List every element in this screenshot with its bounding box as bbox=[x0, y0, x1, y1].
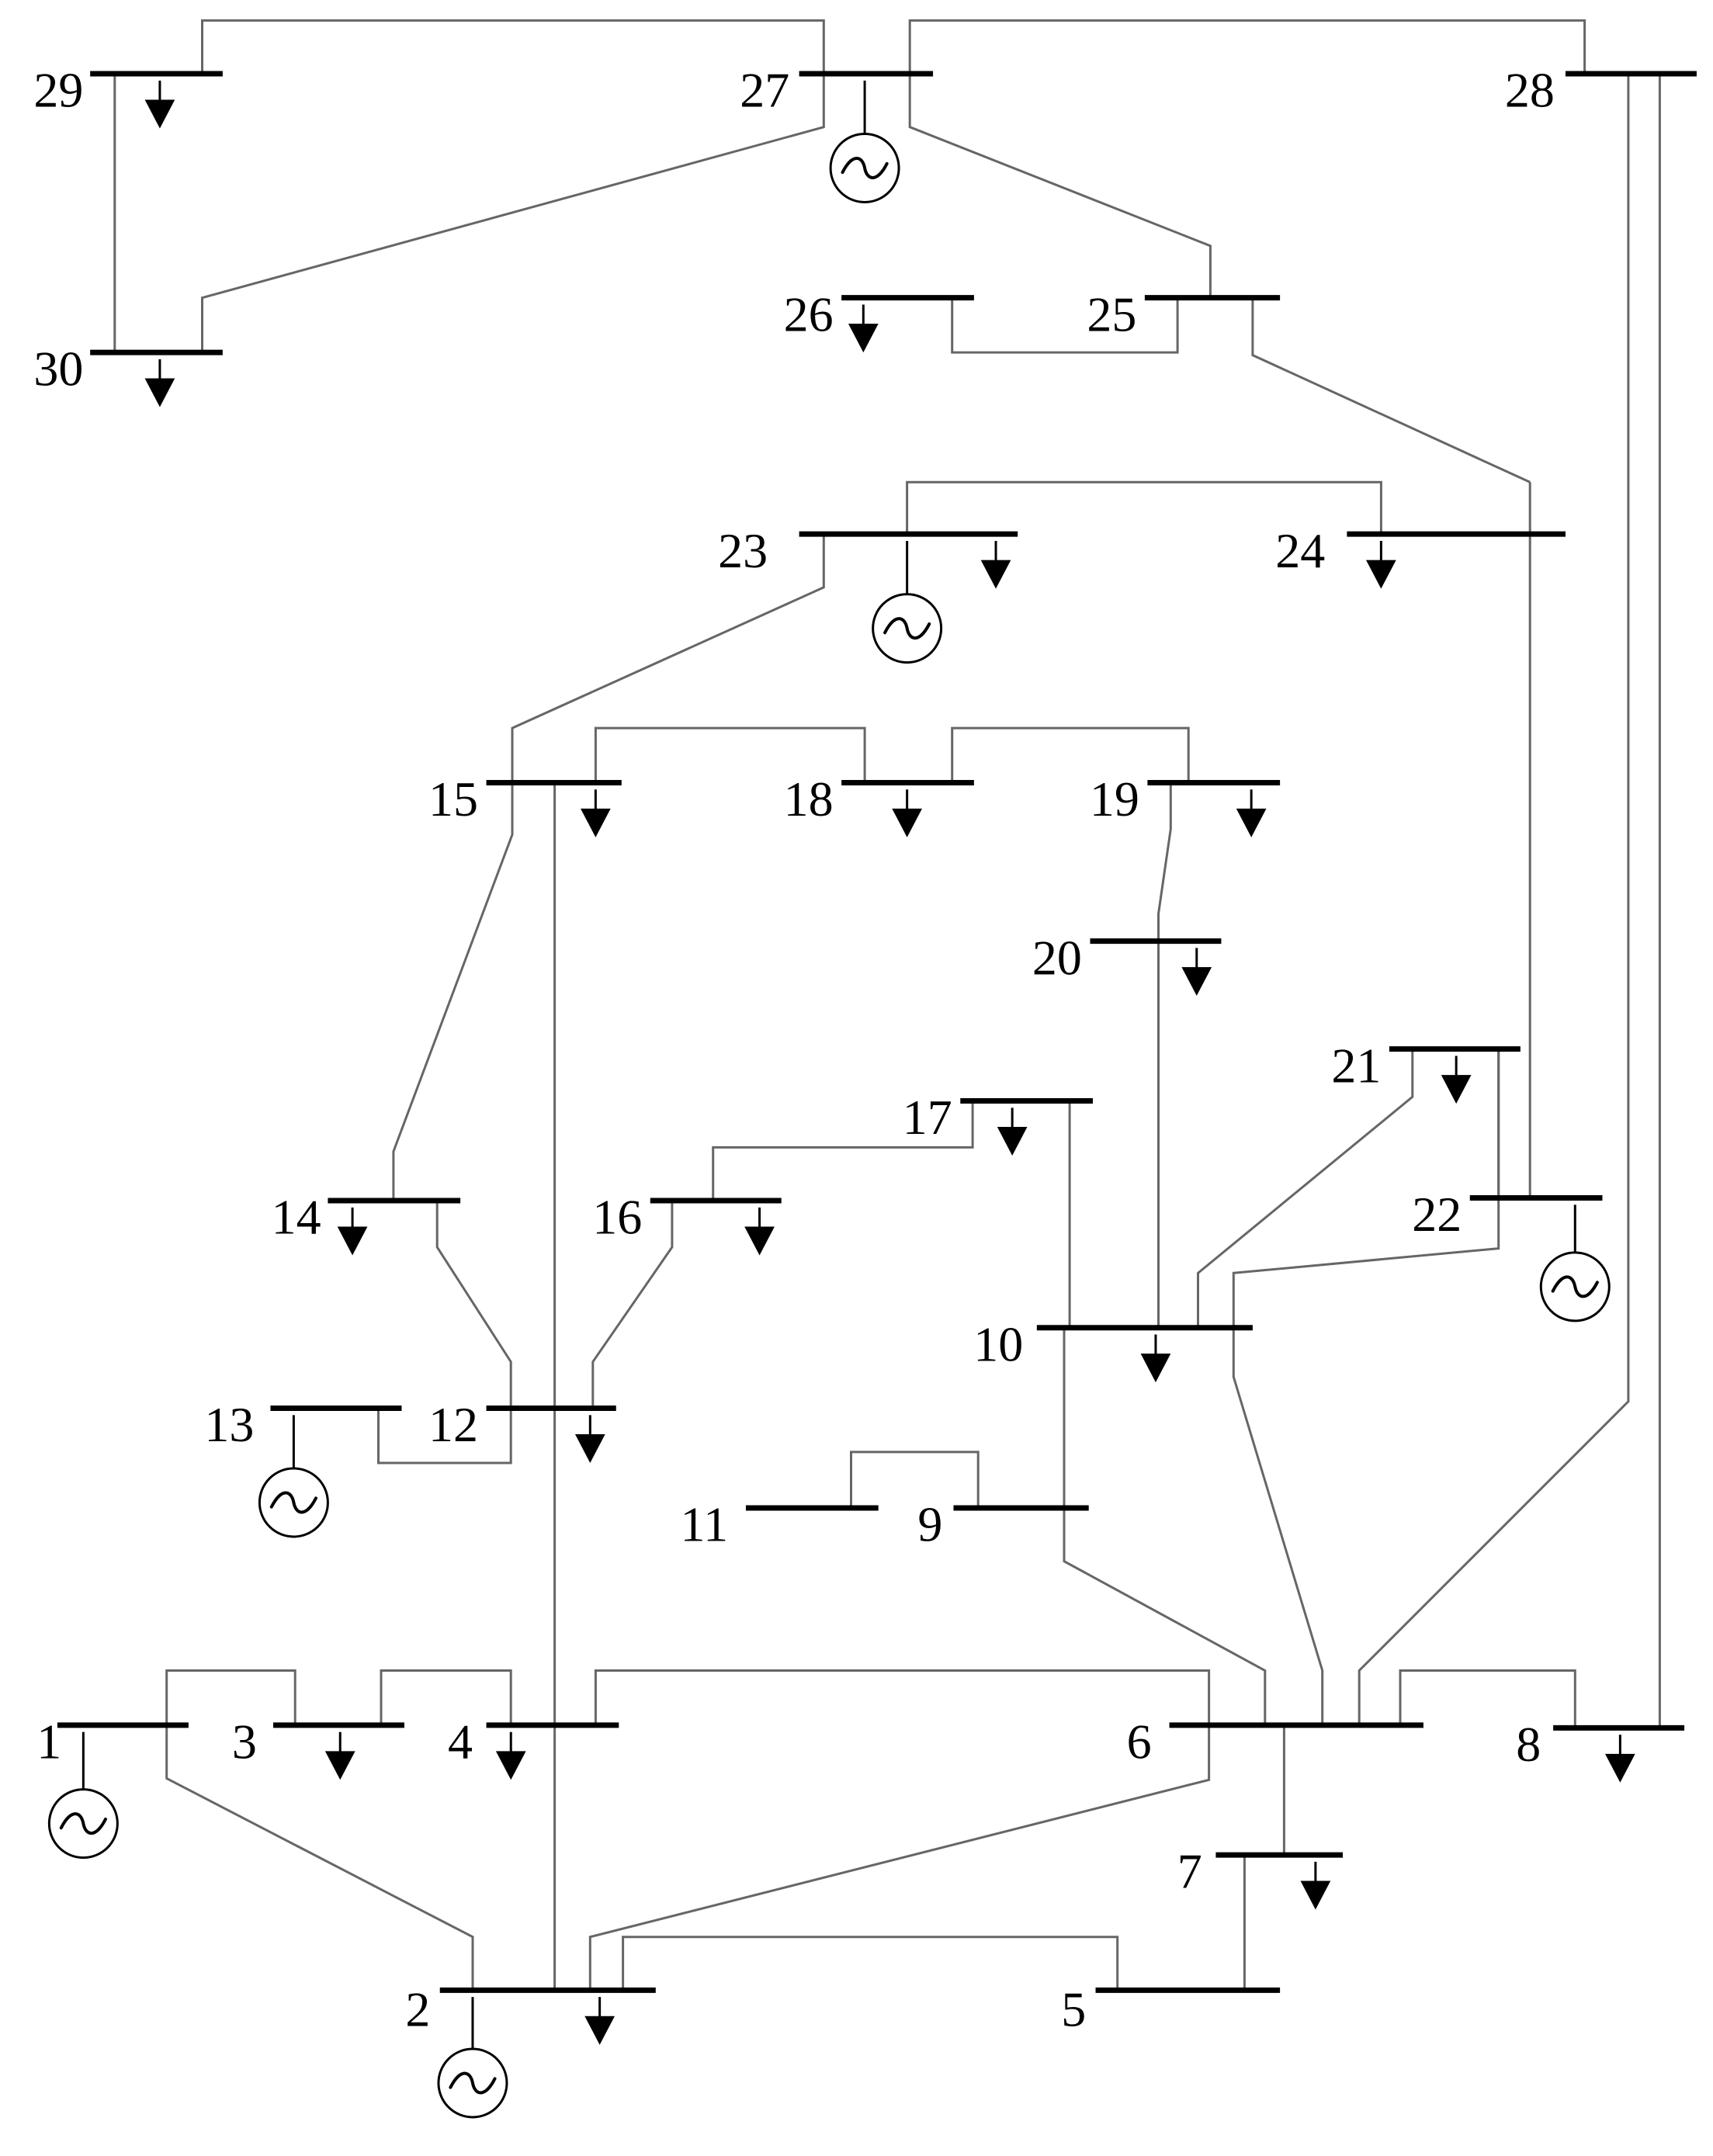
branch-14-15 bbox=[392, 782, 514, 1201]
branch-24-25 bbox=[1251, 297, 1531, 484]
branch-1-3 bbox=[165, 1669, 296, 1725]
bus-label-22: 22 bbox=[1412, 1187, 1462, 1242]
branch-19-20 bbox=[1157, 782, 1172, 941]
bus-label-8: 8 bbox=[1516, 1717, 1541, 1772]
branch-6-10 bbox=[1232, 1327, 1324, 1725]
branch-1-2 bbox=[165, 1724, 474, 1991]
bus-label-10: 10 bbox=[973, 1316, 1023, 1371]
bus-label-29: 29 bbox=[33, 63, 83, 118]
bus-label-26: 26 bbox=[784, 286, 834, 341]
bus-bars bbox=[57, 71, 1697, 1993]
branch-4-6 bbox=[594, 1669, 1211, 1725]
branch-23-24 bbox=[906, 480, 1382, 535]
load-arrow-12 bbox=[574, 1434, 605, 1463]
branch-6-9 bbox=[1063, 1508, 1267, 1725]
bus-label-17: 17 bbox=[903, 1090, 952, 1145]
bus-label-12: 12 bbox=[428, 1397, 478, 1452]
bus-label-28: 28 bbox=[1505, 63, 1555, 118]
branch-12-16 bbox=[591, 1201, 674, 1409]
load-arrow-15 bbox=[581, 808, 611, 837]
load-arrow-24 bbox=[1366, 560, 1396, 589]
load-arrow-19 bbox=[1236, 808, 1267, 837]
branch-25-26 bbox=[951, 297, 1179, 354]
bus-label-23: 23 bbox=[718, 523, 768, 578]
branch-27-30 bbox=[201, 74, 825, 353]
branch-lines bbox=[113, 19, 1661, 1991]
load-arrow-17 bbox=[997, 1127, 1028, 1156]
branch-10-21 bbox=[1197, 1049, 1414, 1328]
generator-symbol-icon bbox=[449, 2071, 497, 2095]
load-arrow-23 bbox=[980, 560, 1011, 589]
branch-28-27 bbox=[908, 19, 1586, 74]
load-arrow-2 bbox=[584, 2016, 615, 2045]
load-arrow-18 bbox=[892, 808, 922, 837]
generator-symbol-icon bbox=[883, 617, 931, 640]
bus-label-4: 4 bbox=[448, 1714, 473, 1770]
branch-27-29 bbox=[201, 19, 825, 74]
bus-label-5: 5 bbox=[1061, 1981, 1086, 2036]
generator-symbol-icon bbox=[59, 1812, 107, 1835]
bus-label-24: 24 bbox=[1275, 523, 1325, 578]
bus-label-13: 13 bbox=[204, 1397, 254, 1452]
branch-12-13 bbox=[377, 1408, 512, 1464]
bus-label-21: 21 bbox=[1331, 1038, 1381, 1093]
branch-6-28 bbox=[1358, 74, 1630, 1725]
bus-label-15: 15 bbox=[428, 771, 478, 827]
bus-label-30: 30 bbox=[33, 341, 83, 397]
load-arrow-26 bbox=[848, 324, 879, 353]
bus-label-7: 7 bbox=[1177, 1844, 1202, 1899]
generator-symbols bbox=[47, 80, 1611, 2119]
load-arrows bbox=[144, 80, 1635, 2045]
branch-25-27 bbox=[908, 74, 1212, 298]
load-arrow-3 bbox=[324, 1751, 355, 1780]
bus-label-6: 6 bbox=[1127, 1714, 1152, 1770]
bus-label-3: 3 bbox=[232, 1714, 257, 1770]
branch-12-14 bbox=[435, 1201, 512, 1409]
bus-label-9: 9 bbox=[917, 1497, 942, 1552]
bus-label-20: 20 bbox=[1032, 930, 1082, 985]
bus-label-16: 16 bbox=[592, 1190, 642, 1245]
branch-3-4 bbox=[380, 1669, 512, 1725]
bus-label-19: 19 bbox=[1090, 771, 1139, 827]
branch-2-6 bbox=[588, 1724, 1211, 1991]
generator-symbol-icon bbox=[1551, 1275, 1599, 1298]
load-arrow-7 bbox=[1300, 1880, 1331, 1910]
load-arrow-30 bbox=[144, 378, 175, 407]
generator-symbol-icon bbox=[841, 157, 889, 179]
generator-symbol-icon bbox=[269, 1491, 317, 1514]
branch-15-23 bbox=[511, 534, 825, 783]
load-arrow-10 bbox=[1140, 1354, 1171, 1383]
bus-label-27: 27 bbox=[740, 63, 789, 118]
load-arrow-16 bbox=[744, 1226, 775, 1256]
load-arrow-4 bbox=[495, 1751, 526, 1780]
load-arrow-29 bbox=[144, 99, 175, 129]
load-arrow-21 bbox=[1441, 1075, 1472, 1104]
branch-6-8 bbox=[1399, 1669, 1576, 1728]
branch-15-18 bbox=[594, 726, 866, 783]
load-arrow-20 bbox=[1181, 967, 1212, 997]
branch-16-17 bbox=[712, 1101, 974, 1201]
branch-18-19 bbox=[951, 726, 1190, 783]
bus-label-18: 18 bbox=[784, 771, 834, 827]
branch-9-11 bbox=[850, 1451, 980, 1508]
bus-label-25: 25 bbox=[1087, 286, 1136, 341]
bus-label-11: 11 bbox=[680, 1497, 728, 1552]
bus-label-14: 14 bbox=[272, 1190, 321, 1245]
bus-label-1: 1 bbox=[36, 1714, 61, 1770]
branch-2-5 bbox=[622, 1936, 1119, 1991]
load-arrow-8 bbox=[1605, 1753, 1635, 1783]
bus-label-2: 2 bbox=[405, 1981, 430, 2036]
load-arrow-14 bbox=[337, 1226, 368, 1256]
